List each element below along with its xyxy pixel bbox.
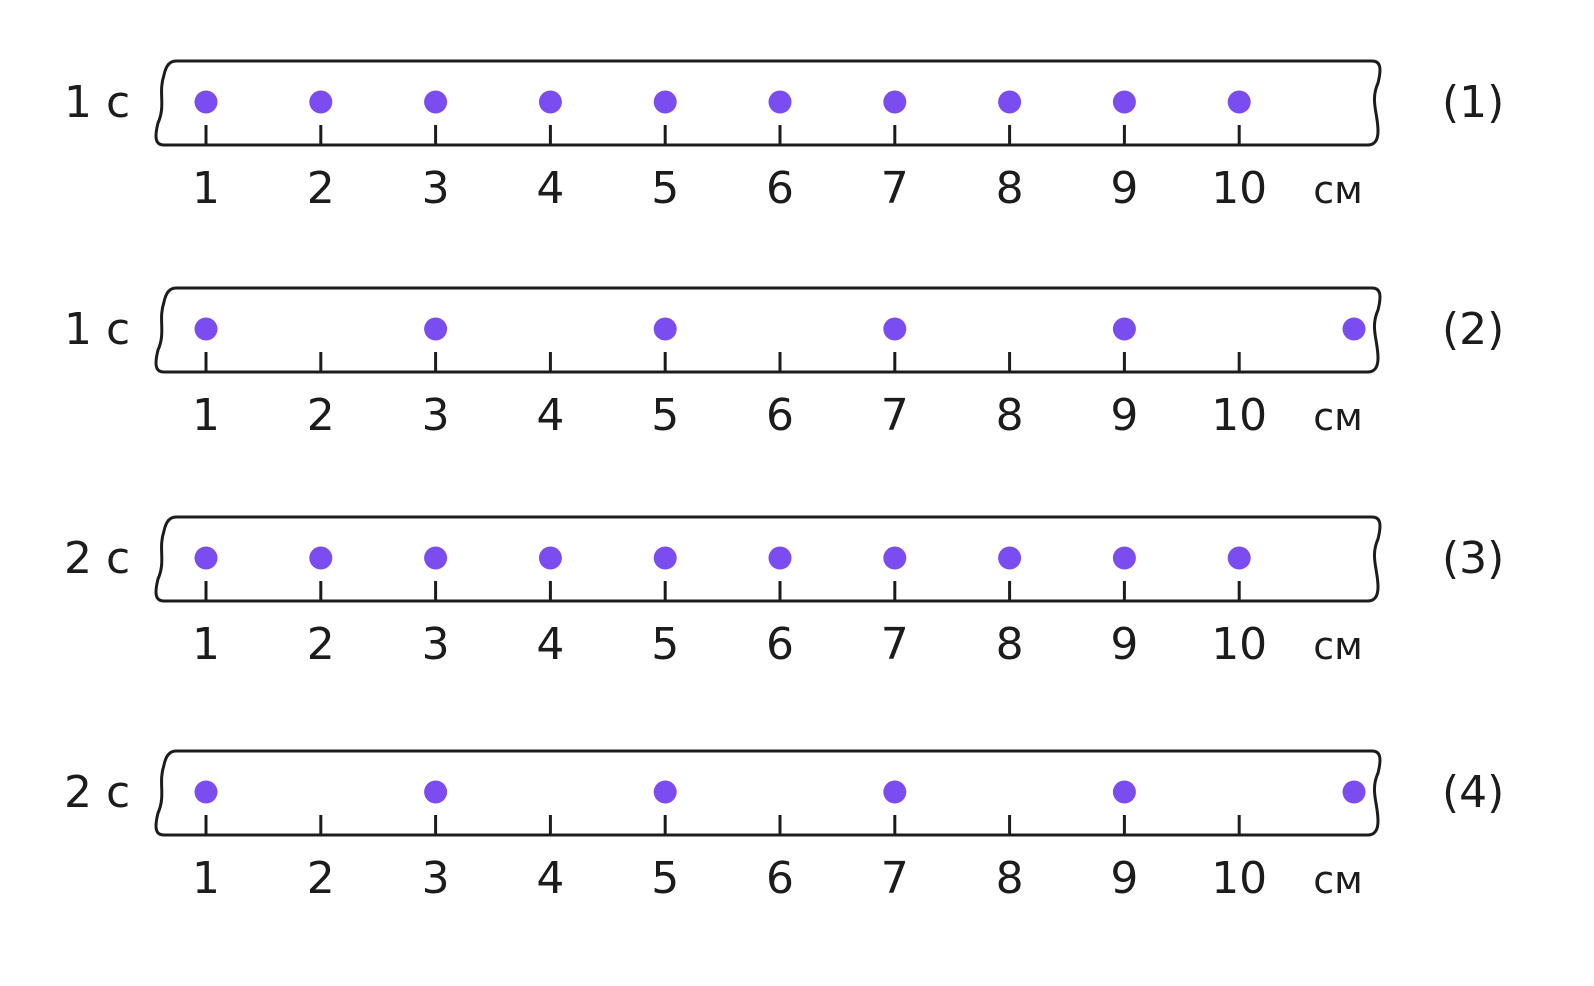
ticker-tape: [154, 286, 1382, 374]
scale-label: 6: [766, 163, 794, 214]
tape-dot: [1342, 780, 1366, 804]
tape-dot: [194, 90, 218, 114]
scale-label: 2: [307, 390, 335, 441]
tape-index-label: (4): [1442, 767, 1504, 818]
scale-label: 3: [422, 619, 450, 670]
tape-dot: [1342, 317, 1366, 341]
tape-dot: [1112, 317, 1136, 341]
scale-label: 10: [1211, 619, 1267, 670]
tape-dot: [768, 546, 792, 570]
scale-label: 3: [422, 163, 450, 214]
scale-label: 8: [996, 163, 1024, 214]
scale-label: 7: [881, 390, 909, 441]
tape-dot: [653, 780, 677, 804]
scale-label: 1: [192, 853, 220, 904]
scale-label: 7: [881, 619, 909, 670]
tape-dot: [309, 546, 333, 570]
ticker-tape: [154, 515, 1382, 603]
tape-dot: [1112, 780, 1136, 804]
tape-dot: [998, 90, 1022, 114]
scale-label: 8: [996, 619, 1024, 670]
time-label: 2 с: [64, 533, 130, 584]
scale-label: 8: [996, 390, 1024, 441]
scale-label: 3: [422, 853, 450, 904]
tape-dot: [194, 546, 218, 570]
tape-dot: [883, 780, 907, 804]
tape-dot: [538, 546, 562, 570]
tape-dot: [1227, 90, 1251, 114]
tape-dot: [653, 546, 677, 570]
tape-dot: [194, 317, 218, 341]
scale-label: 4: [536, 853, 564, 904]
tape-dot: [653, 317, 677, 341]
scale-label: 10: [1211, 853, 1267, 904]
tape-dot: [424, 780, 448, 804]
scale-label: 9: [1110, 853, 1138, 904]
scale-label: 5: [651, 163, 679, 214]
tape-dot: [538, 90, 562, 114]
scale-label: 7: [881, 853, 909, 904]
unit-label: см: [1313, 624, 1363, 668]
scale-label: 7: [881, 163, 909, 214]
tape-index-label: (1): [1442, 77, 1504, 128]
tape-dot: [1112, 546, 1136, 570]
tape-row: 2 с (4) 1 2 3 4 5 6 7 8 9 10 см: [64, 749, 1504, 904]
scale-label: 4: [536, 390, 564, 441]
scale-label: 9: [1110, 390, 1138, 441]
unit-label: см: [1313, 858, 1363, 902]
scale-label: 1: [192, 390, 220, 441]
ticker-tape: [154, 749, 1382, 837]
scale-label: 5: [651, 390, 679, 441]
time-label: 1 с: [64, 304, 130, 355]
tape-dot: [768, 90, 792, 114]
unit-label: см: [1313, 395, 1363, 439]
scale-label: 5: [651, 853, 679, 904]
time-label: 1 с: [64, 77, 130, 128]
tape-dot: [194, 780, 218, 804]
tape-row: 1 с (1) 1 2 3 4 5 6 7 8 9 10 см: [64, 59, 1504, 214]
unit-label: см: [1313, 168, 1363, 212]
tape-index-label: (3): [1442, 533, 1504, 584]
scale-label: 4: [536, 163, 564, 214]
scale-label: 2: [307, 853, 335, 904]
scale-label: 9: [1110, 619, 1138, 670]
scale-label: 4: [536, 619, 564, 670]
ticker-tape: [154, 59, 1382, 147]
scale-label: 10: [1211, 163, 1267, 214]
scale-label: 2: [307, 163, 335, 214]
time-label: 2 с: [64, 767, 130, 818]
tape-dot: [1227, 546, 1251, 570]
tape-dot: [424, 90, 448, 114]
tape-dot: [424, 546, 448, 570]
scale-label: 9: [1110, 163, 1138, 214]
tape-row: 2 с (3) 1 2 3 4 5 6 7 8 9 10 см: [64, 515, 1504, 670]
scale-label: 3: [422, 390, 450, 441]
scale-label: 10: [1211, 390, 1267, 441]
scale-label: 6: [766, 619, 794, 670]
scale-label: 1: [192, 619, 220, 670]
scale-label: 6: [766, 390, 794, 441]
scale-label: 8: [996, 853, 1024, 904]
tape-dot: [883, 90, 907, 114]
tape-index-label: (2): [1442, 304, 1504, 355]
tape-dot: [998, 546, 1022, 570]
tape-dot: [653, 90, 677, 114]
tape-dot: [309, 90, 333, 114]
scale-label: 1: [192, 163, 220, 214]
scale-label: 5: [651, 619, 679, 670]
tape-dot: [883, 546, 907, 570]
tape-dot: [424, 317, 448, 341]
tape-row: 1 с (2) 1 2 3 4 5 6 7 8 9 10 см: [64, 286, 1504, 441]
scale-label: 6: [766, 853, 794, 904]
tape-dot: [1112, 90, 1136, 114]
scale-label: 2: [307, 619, 335, 670]
tape-dot: [883, 317, 907, 341]
